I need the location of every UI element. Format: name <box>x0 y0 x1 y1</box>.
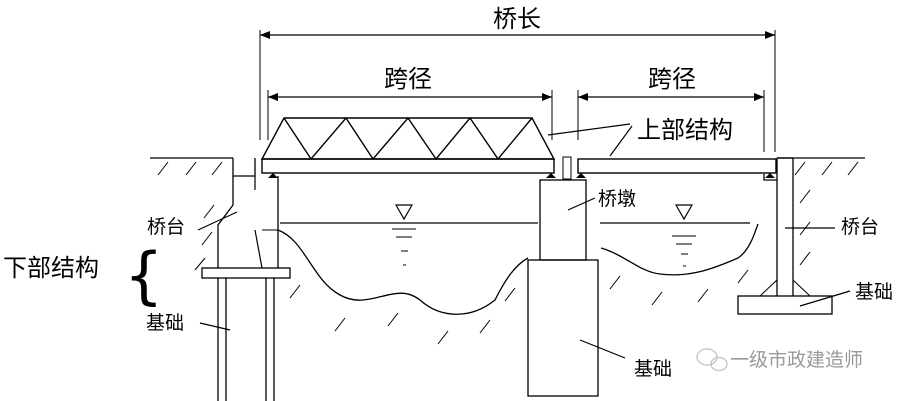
abutment-right-label: 桥台 <box>841 216 879 238</box>
watermark-text: 一级市政建造师 <box>730 349 863 371</box>
foundation-center-label: 基础 <box>634 358 672 380</box>
right-span-label: 跨径 <box>648 65 696 93</box>
superstructure-label: 上部结构 <box>637 116 733 144</box>
slab-superstructure <box>577 158 777 174</box>
water-level-symbol-right <box>672 204 696 267</box>
ground-surface <box>150 157 865 271</box>
truss-superstructure <box>260 116 556 174</box>
right-abutment <box>737 157 833 315</box>
riverbed <box>277 223 759 345</box>
pier <box>527 179 599 397</box>
foundation-left-label: 基础 <box>146 312 184 334</box>
left-abutment <box>201 158 291 279</box>
left-span-dimension <box>267 90 553 140</box>
left-span-label: 跨径 <box>384 65 432 93</box>
abutment-left-label: 桥台 <box>147 216 185 238</box>
foundation-right-label: 基础 <box>855 281 893 303</box>
substructure-brace: { <box>124 239 163 312</box>
bridge-length-label: 桥长 <box>493 5 541 33</box>
pier-label: 桥墩 <box>598 188 636 210</box>
bridge-length-dimension <box>259 30 776 152</box>
wechat-icon <box>696 348 728 372</box>
bearings <box>268 156 775 180</box>
substructure-label: 下部结构 <box>3 254 99 282</box>
right-span-dimension <box>577 90 765 152</box>
left-piles <box>217 278 275 401</box>
water-level-symbol-left <box>392 204 416 266</box>
leader-lines <box>197 123 851 359</box>
